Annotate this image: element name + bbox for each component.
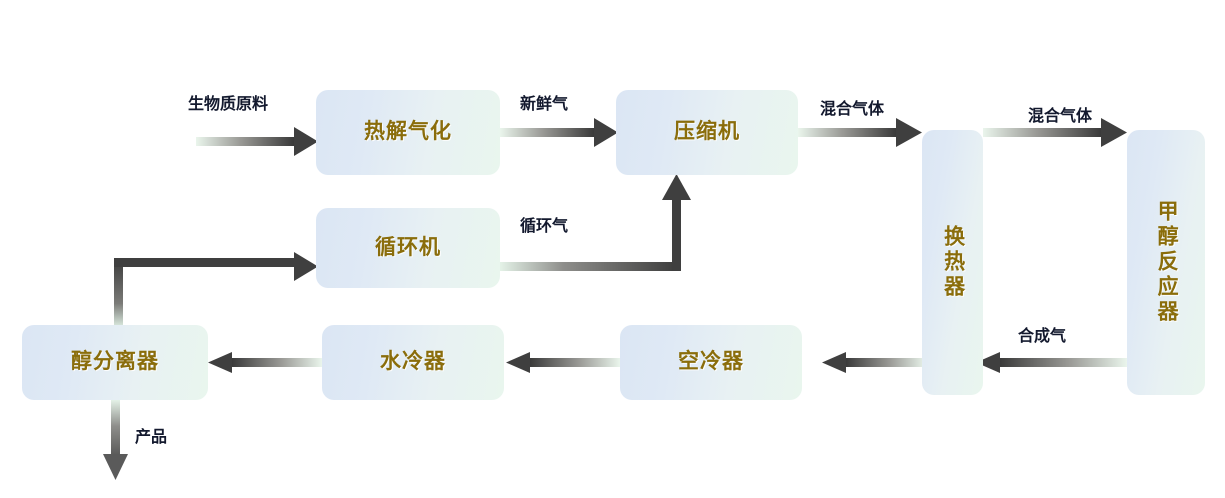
unit-alcohol-separator[interactable]: 醇分离器 xyxy=(22,325,208,400)
stream-label-mixed-gas-1: 混合气体 xyxy=(820,101,885,118)
unit-label-methanol-reactor: 甲醇反应器 xyxy=(1155,200,1179,325)
unit-label-heat-exchanger: 换热器 xyxy=(941,225,965,300)
arrow-separator-to-circulator xyxy=(114,252,318,328)
arrow-product xyxy=(103,400,128,480)
arrow-mixed-gas-2 xyxy=(983,118,1127,147)
unit-pyrolysis-gasifier[interactable]: 热解气化 xyxy=(316,90,500,175)
arrow-fresh-gas xyxy=(500,118,618,147)
unit-air-cooler[interactable]: 空冷器 xyxy=(620,325,802,400)
arrow-aircooler-to-watercooler xyxy=(506,352,620,373)
arrow-mixed-gas-1 xyxy=(798,118,922,147)
unit-compressor[interactable]: 压缩机 xyxy=(616,90,798,175)
unit-water-cooler[interactable]: 水冷器 xyxy=(322,325,504,400)
arrow-recycle-gas xyxy=(500,174,691,271)
unit-label-compressor: 压缩机 xyxy=(674,120,740,144)
unit-heat-exchanger[interactable]: 换热器 xyxy=(922,130,983,395)
unit-methanol-reactor[interactable]: 甲醇反应器 xyxy=(1127,130,1205,395)
unit-label-pyrolysis-gasifier: 热解气化 xyxy=(364,120,452,144)
arrow-watercooler-to-separator xyxy=(208,352,322,373)
stream-label-fresh-gas: 新鲜气 xyxy=(520,96,569,113)
stream-label-product: 产品 xyxy=(135,429,168,446)
unit-label-air-cooler: 空冷器 xyxy=(678,350,744,374)
stream-label-syngas: 合成气 xyxy=(1018,328,1067,345)
arrow-syngas xyxy=(976,352,1127,373)
unit-circulator[interactable]: 循环机 xyxy=(316,208,500,288)
unit-label-circulator: 循环机 xyxy=(375,235,441,259)
arrow-biomass-feedstock xyxy=(196,127,318,156)
unit-label-alcohol-separator: 醇分离器 xyxy=(71,350,159,374)
arrow-heatexchanger-to-aircooler xyxy=(822,352,926,373)
stream-label-mixed-gas-2: 混合气体 xyxy=(1028,108,1093,125)
unit-label-water-cooler: 水冷器 xyxy=(380,350,446,374)
stream-label-recycle-gas: 循环气 xyxy=(520,218,569,235)
stream-label-biomass-feedstock: 生物质原料 xyxy=(188,96,269,113)
